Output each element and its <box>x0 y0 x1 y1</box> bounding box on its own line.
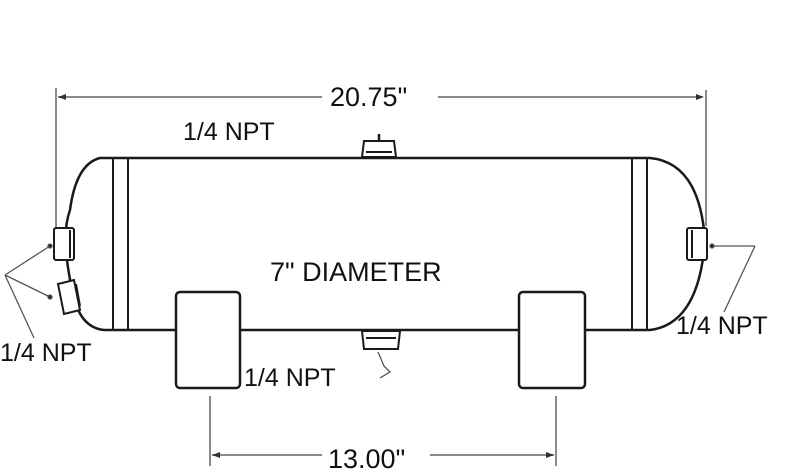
overall-length-dimension <box>55 88 707 228</box>
mount-spacing-label: 13.00" <box>324 446 410 473</box>
overall-length-label: 20.75" <box>326 84 412 111</box>
right-port-leader <box>709 243 756 313</box>
diameter-label: 7" DIAMETER <box>270 257 442 287</box>
bottom-port-leader <box>377 351 392 379</box>
left-end-ports <box>53 227 82 316</box>
tank-body <box>64 156 707 332</box>
bottom-port-fitting <box>360 330 402 350</box>
right-end-port <box>686 227 708 261</box>
top-port-fitting <box>360 134 398 158</box>
top-port-label: 1/4 NPT <box>183 118 275 146</box>
mount-spacing-dimension <box>209 396 557 466</box>
mounting-feet <box>174 290 587 390</box>
arrowhead-left <box>58 94 66 100</box>
left-ports-leader <box>4 243 53 339</box>
left-end-port-label: 1/4 NPT <box>0 339 92 367</box>
right-end-port-label: 1/4 NPT <box>676 312 768 340</box>
mounting-foot-left <box>174 290 242 390</box>
bottom-port-label: 1/4 NPT <box>244 364 336 392</box>
weld-seams <box>112 159 648 329</box>
arrowhead-right <box>696 94 704 100</box>
mounting-foot-right <box>517 290 587 390</box>
